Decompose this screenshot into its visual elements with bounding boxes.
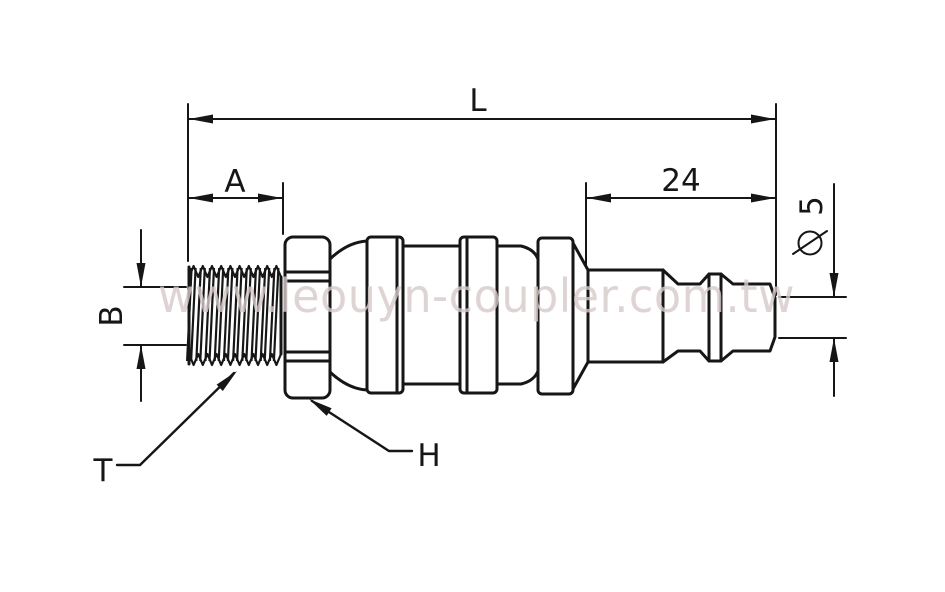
part-body-sleeve bbox=[328, 235, 590, 396]
thread-line bbox=[232, 267, 239, 362]
thread-line bbox=[272, 267, 280, 362]
diameter-symbol-icon bbox=[792, 230, 828, 256]
body-ring-1 bbox=[365, 235, 405, 395]
thread-line bbox=[241, 267, 248, 362]
dimension-plug-length: 24 bbox=[586, 163, 776, 203]
leader-thread-callout: T bbox=[93, 371, 237, 489]
arrowhead bbox=[309, 399, 332, 416]
arrowhead bbox=[829, 338, 839, 362]
part-hex-nut bbox=[283, 235, 332, 400]
thread-line bbox=[259, 267, 267, 362]
thread-line bbox=[204, 267, 212, 362]
body-flange bbox=[536, 236, 575, 396]
label-L: L bbox=[469, 83, 487, 119]
dimension-thread-diameter: B bbox=[94, 229, 146, 402]
hex-nut-outline bbox=[283, 235, 332, 400]
thread-line bbox=[250, 267, 258, 362]
thread-line bbox=[208, 267, 216, 362]
arrowhead bbox=[258, 193, 282, 203]
thread-line bbox=[254, 267, 262, 362]
thread-line bbox=[217, 267, 225, 362]
body-shoulder-bottom bbox=[328, 370, 369, 392]
dimension-overall-length: L bbox=[188, 83, 776, 124]
flange-chamfer-bottom bbox=[571, 360, 590, 391]
thread-line bbox=[186, 267, 193, 362]
label-B: B bbox=[94, 305, 130, 326]
arrowhead bbox=[189, 114, 213, 124]
label-T: T bbox=[93, 453, 114, 489]
arrowhead bbox=[829, 273, 839, 297]
thread-line bbox=[226, 267, 234, 362]
part-threaded-stud bbox=[186, 264, 283, 367]
arrowhead bbox=[136, 263, 146, 287]
part-plug-tip bbox=[586, 268, 777, 364]
thread-line bbox=[190, 267, 197, 362]
plug-nipple-profile bbox=[661, 268, 777, 364]
arrowhead bbox=[216, 371, 237, 391]
arrowhead bbox=[136, 345, 146, 369]
thread-hatch bbox=[186, 264, 283, 367]
diameter-circle bbox=[797, 230, 823, 256]
label-H: H bbox=[417, 438, 440, 474]
thread-line bbox=[195, 267, 202, 362]
dimension-tip-diameter: 5 bbox=[792, 183, 839, 397]
leader-line-H bbox=[310, 399, 414, 453]
diameter-slash bbox=[792, 230, 828, 255]
leader-line-T bbox=[115, 371, 236, 467]
dimension-thread-length: A bbox=[188, 164, 283, 203]
thread-line bbox=[187, 352, 283, 367]
thread-line bbox=[213, 267, 221, 362]
thread-line bbox=[268, 267, 276, 362]
arrowhead bbox=[189, 193, 213, 203]
leader-hex-callout: H bbox=[309, 399, 441, 474]
watermark-text: www.leouyn-coupler.com.tw bbox=[158, 269, 795, 323]
label-24: 24 bbox=[661, 163, 700, 199]
thread-line bbox=[222, 267, 230, 362]
arrowhead bbox=[587, 193, 611, 203]
thread-line bbox=[236, 267, 243, 362]
arrowhead bbox=[751, 193, 775, 203]
label-A: A bbox=[224, 164, 245, 200]
thread-line bbox=[199, 267, 206, 362]
label-5: 5 bbox=[794, 196, 830, 216]
thread-line bbox=[245, 267, 252, 362]
thread-line bbox=[263, 267, 271, 362]
body-ring-2 bbox=[458, 235, 499, 395]
body-shoulder-top bbox=[328, 239, 369, 261]
arrowhead bbox=[751, 114, 775, 124]
